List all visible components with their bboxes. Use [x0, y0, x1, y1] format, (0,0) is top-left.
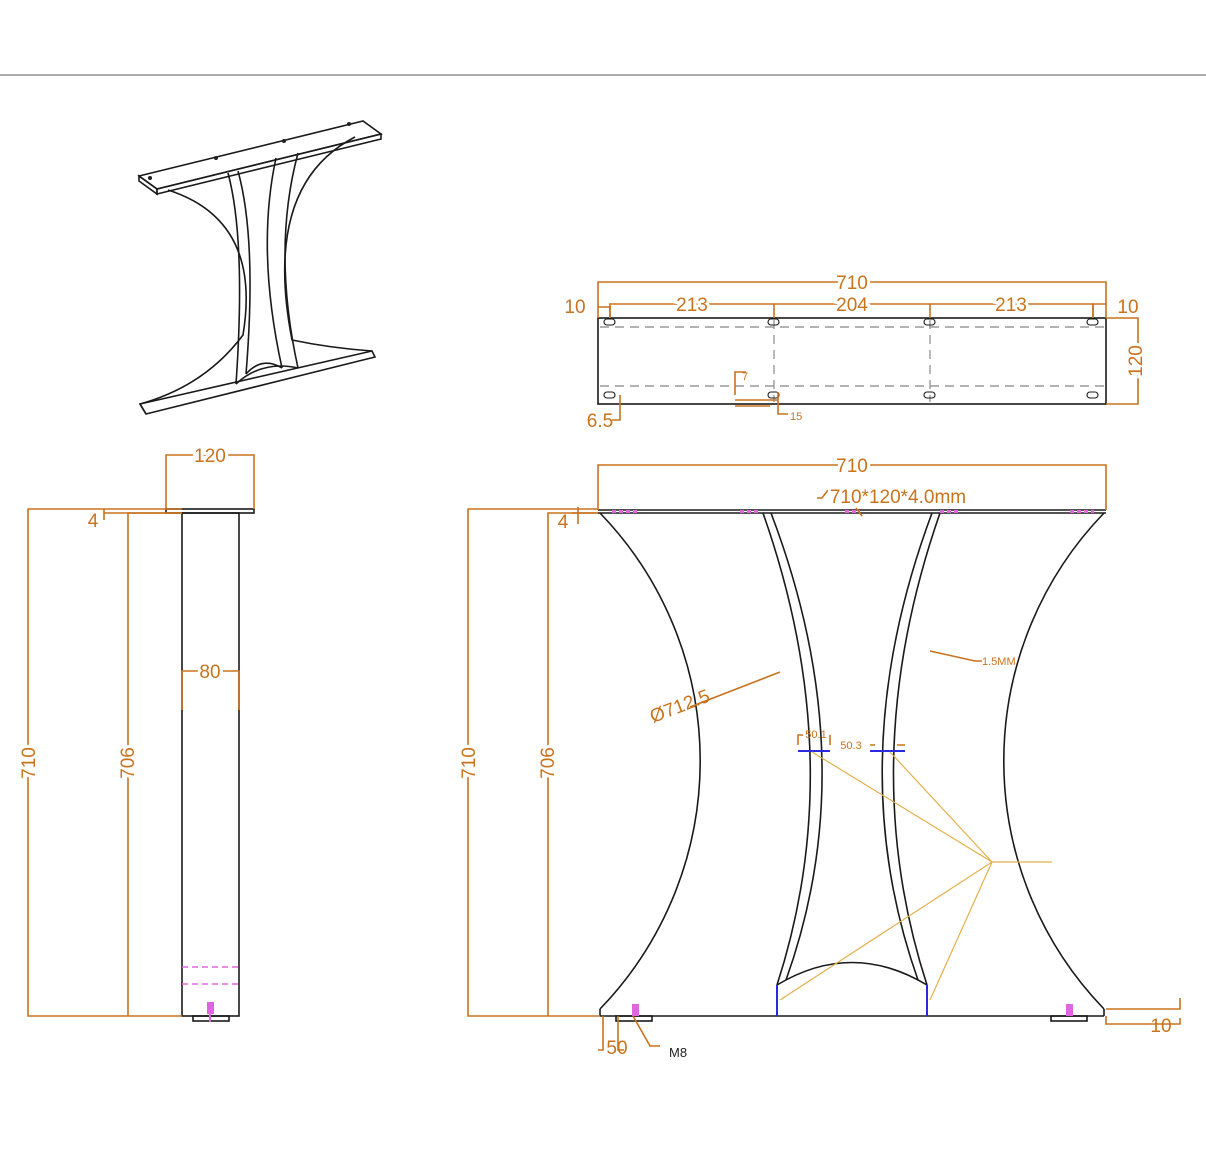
- outer-arc-left: [599, 512, 701, 1010]
- rib-left-inner: [770, 512, 823, 981]
- plate-outline: [597, 317, 1107, 405]
- slot-offset: 7: [742, 371, 748, 383]
- plate-right-edge: 10: [1117, 297, 1138, 318]
- foot-height: 10: [1150, 1016, 1171, 1037]
- side-plate-thickness: 4: [88, 511, 99, 532]
- rib-right-outer: [892, 512, 941, 986]
- slot-length: 15: [790, 411, 802, 423]
- side-total-height: 710: [19, 747, 40, 779]
- outer-arc-right: [1003, 512, 1105, 1010]
- front-total-height: 710: [459, 747, 480, 779]
- waist-left-width: 50.1: [805, 729, 826, 741]
- side-view: 120 4 80 710 706: [16, 443, 255, 1022]
- plate-left-edge: 10: [564, 297, 585, 318]
- plate-span-right: 213: [995, 295, 1027, 316]
- front-view: 50.1 50.3 710 710*120*4.0mm 4 710 706 Ø7…: [456, 453, 1181, 1060]
- arc-diameter: Ø712.5: [647, 686, 713, 728]
- side-leg-width: 80: [199, 662, 220, 683]
- plate-spec: 710*120*4.0mm: [830, 487, 966, 508]
- front-overall-width: 710: [836, 456, 868, 477]
- side-leg-outline: [181, 512, 240, 1017]
- plate-span-left: 213: [676, 295, 708, 316]
- rib-right-inner: [881, 512, 933, 981]
- plate-overall-width: 710: [836, 273, 868, 294]
- waist-right-width: 50.3: [840, 740, 861, 752]
- mounting-slots: [603, 318, 1099, 399]
- sheet-thickness: 1.5MM: [982, 656, 1016, 668]
- plate-top-view: 710 10 213 204 213 10 120 7 15 6.5: [564, 270, 1150, 432]
- hole-offset: 6.5: [587, 411, 613, 432]
- side-leg-height: 706: [118, 747, 139, 779]
- front-leg-height: 706: [538, 747, 559, 779]
- front-plate-thickness: 4: [558, 512, 569, 533]
- side-plate-depth: 120: [194, 446, 226, 467]
- foot-offset: 50: [606, 1038, 627, 1059]
- plate-depth: 120: [1126, 345, 1147, 377]
- plate-span-middle: 204: [836, 295, 868, 316]
- rib-left-outer: [762, 512, 812, 986]
- foot-thread: M8: [669, 1045, 687, 1060]
- isometric-view: [137, 120, 383, 415]
